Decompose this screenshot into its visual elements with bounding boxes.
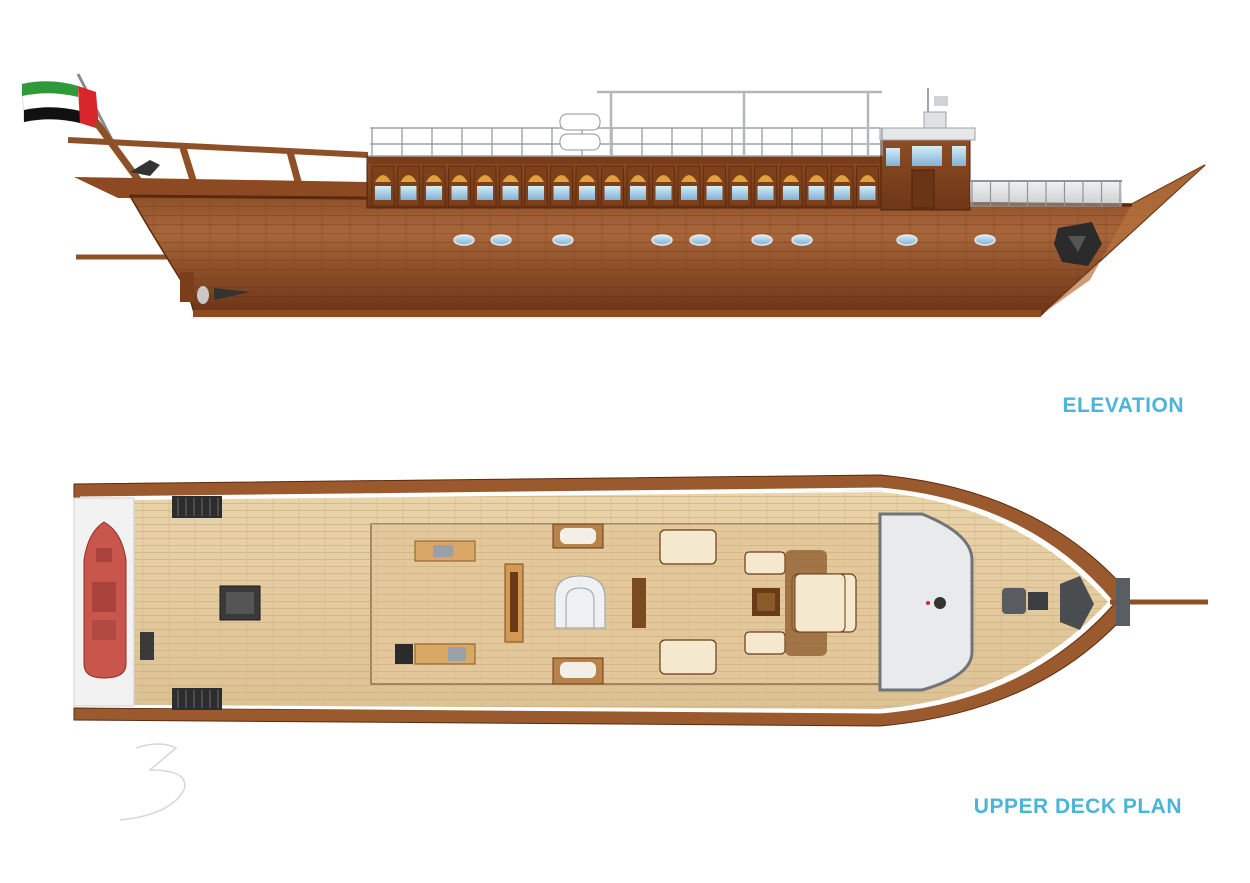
watermark-logo (119, 743, 186, 821)
windlass-icon (1002, 576, 1094, 630)
aft-vents (172, 496, 222, 710)
elevation-label: ELEVATION (1062, 394, 1184, 417)
galley-counters (395, 540, 476, 665)
cabin-windows (371, 165, 879, 207)
life-rafts (559, 113, 601, 151)
portholes (453, 234, 996, 246)
upper-railing (368, 127, 880, 157)
tender-boat (83, 521, 127, 679)
stern-spar (67, 137, 369, 158)
wheelhouse-roof (878, 512, 974, 692)
canopy-frame (597, 90, 882, 156)
elevation-view (21, 73, 1206, 319)
anchor-icon (1054, 222, 1102, 266)
upper-deck-plan-label: UPPER DECK PLAN (973, 795, 1182, 818)
spiral-staircase (554, 575, 606, 629)
uae-flag-icon (21, 81, 99, 129)
foredeck-railing (970, 180, 1122, 207)
upper-deck-plan (73, 474, 1208, 727)
